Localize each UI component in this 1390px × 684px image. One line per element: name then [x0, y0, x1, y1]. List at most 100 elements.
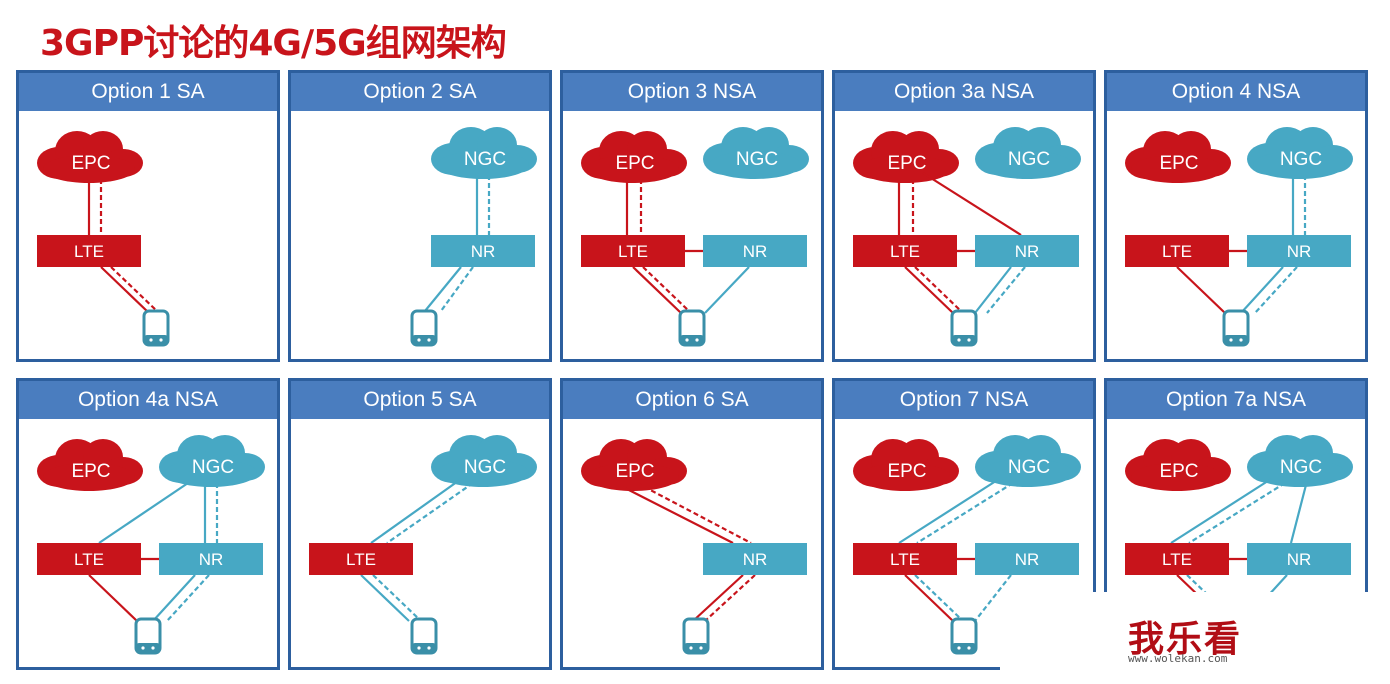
lte-label: LTE — [74, 242, 104, 261]
control-plane-link — [1170, 478, 1272, 544]
control-plane-link — [692, 574, 744, 622]
lte-node: LTE — [1125, 235, 1229, 267]
user-plane-link — [914, 266, 964, 314]
watermark: 我乐看 www.wolekan.com — [1000, 592, 1390, 684]
control-plane-link — [704, 266, 750, 314]
lte-label: LTE — [1162, 550, 1192, 569]
ue-phone-icon — [134, 617, 162, 655]
option-title: Option 6 SA — [563, 381, 821, 419]
lte-node: LTE — [309, 543, 413, 575]
nr-node: NR — [1247, 543, 1351, 575]
ue-phone-icon — [410, 617, 438, 655]
control-plane-link — [370, 478, 462, 544]
architecture-diagram: EPC NGC LTE NR — [581, 127, 809, 347]
ngc-label: NGC — [464, 457, 506, 478]
ue-phone-icon — [678, 309, 706, 347]
links — [87, 179, 160, 314]
lte-node: LTE — [853, 235, 957, 267]
control-plane-link — [904, 574, 954, 622]
nr-label: NR — [743, 242, 768, 261]
watermark-logo-text: 我乐看 — [1128, 619, 1243, 660]
nr-label: NR — [1015, 550, 1040, 569]
nr-node: NR — [703, 235, 807, 267]
ngc-cloud: NGC — [159, 435, 265, 487]
links — [897, 172, 1026, 314]
option-title: Option 2 SA — [291, 73, 549, 111]
epc-label: EPC — [71, 153, 110, 174]
ngc-cloud: NGC — [1247, 127, 1353, 179]
epc-cloud: EPC — [853, 439, 959, 491]
links — [1176, 175, 1307, 314]
nr-node: NR — [159, 543, 263, 575]
lte-node: LTE — [37, 235, 141, 267]
epc-label: EPC — [887, 461, 926, 482]
page-title: 3GPP讨论的4G/5G组网架构 — [40, 23, 507, 64]
epc-cloud: EPC — [1125, 439, 1231, 491]
ngc-cloud: NGC — [1247, 435, 1353, 487]
option-title: Option 7 NSA — [835, 381, 1093, 419]
control-plane-link — [974, 266, 1012, 314]
option-panel-opt2: Option 2 SA NGC NR — [288, 70, 552, 362]
ue-phone-icon — [682, 617, 710, 655]
control-plane-link — [922, 172, 1022, 236]
option-title: Option 4 NSA — [1107, 73, 1365, 111]
option-title: Option 5 SA — [291, 381, 549, 419]
ngc-cloud: NGC — [703, 127, 809, 179]
user-plane-link — [1254, 266, 1298, 314]
user-plane-link — [386, 482, 474, 544]
lte-label: LTE — [890, 242, 920, 261]
user-plane-link — [110, 266, 160, 314]
ngc-label: NGC — [192, 457, 234, 478]
option-panel-opt4: Option 4 NSA EPC NGC LTE NR — [1104, 70, 1368, 362]
epc-cloud: EPC — [853, 131, 959, 183]
user-plane-link — [704, 574, 756, 622]
control-plane-link — [1289, 480, 1309, 544]
ngc-label: NGC — [464, 149, 506, 170]
user-plane-link — [986, 266, 1026, 314]
nr-label: NR — [1287, 550, 1312, 569]
control-plane-link — [1176, 266, 1226, 314]
architecture-diagram: EPC NGC LTE NR — [1125, 127, 1353, 347]
ue-phone-icon — [950, 309, 978, 347]
epc-cloud: EPC — [1125, 131, 1231, 183]
user-plane-link — [636, 482, 752, 544]
control-plane-link — [152, 574, 196, 622]
links — [88, 480, 219, 622]
option-title: Option 3a NSA — [835, 73, 1093, 111]
ue-phone-icon — [142, 309, 170, 347]
control-plane-link — [360, 574, 410, 622]
lte-label: LTE — [1162, 242, 1192, 261]
option-panel-opt1: Option 1 SA EPC LTE — [16, 70, 280, 362]
option-title: Option 4a NSA — [19, 381, 277, 419]
epc-label: EPC — [1159, 461, 1198, 482]
epc-label: EPC — [615, 153, 654, 174]
lte-node: LTE — [1125, 543, 1229, 575]
nr-node: NR — [975, 543, 1079, 575]
lte-label: LTE — [618, 242, 648, 261]
architecture-diagram: EPC LTE — [37, 131, 170, 347]
ue-phone-icon — [1222, 309, 1250, 347]
ngc-label: NGC — [1008, 149, 1050, 170]
ue-phone-icon — [950, 617, 978, 655]
control-plane-link — [100, 266, 150, 314]
control-plane-link — [1240, 266, 1284, 314]
nr-node: NR — [431, 235, 535, 267]
links — [898, 478, 1014, 622]
ngc-label: NGC — [1280, 457, 1322, 478]
architecture-diagram: NGC LTE — [309, 435, 537, 655]
nr-node: NR — [1247, 235, 1351, 267]
user-plane-link — [1188, 482, 1286, 544]
option-title: Option 1 SA — [19, 73, 277, 111]
ngc-label: NGC — [736, 149, 778, 170]
control-plane-link — [98, 480, 192, 544]
lte-label: LTE — [74, 550, 104, 569]
user-plane-link — [974, 574, 1012, 622]
ngc-cloud: NGC — [431, 435, 537, 487]
control-plane-link — [424, 266, 462, 312]
